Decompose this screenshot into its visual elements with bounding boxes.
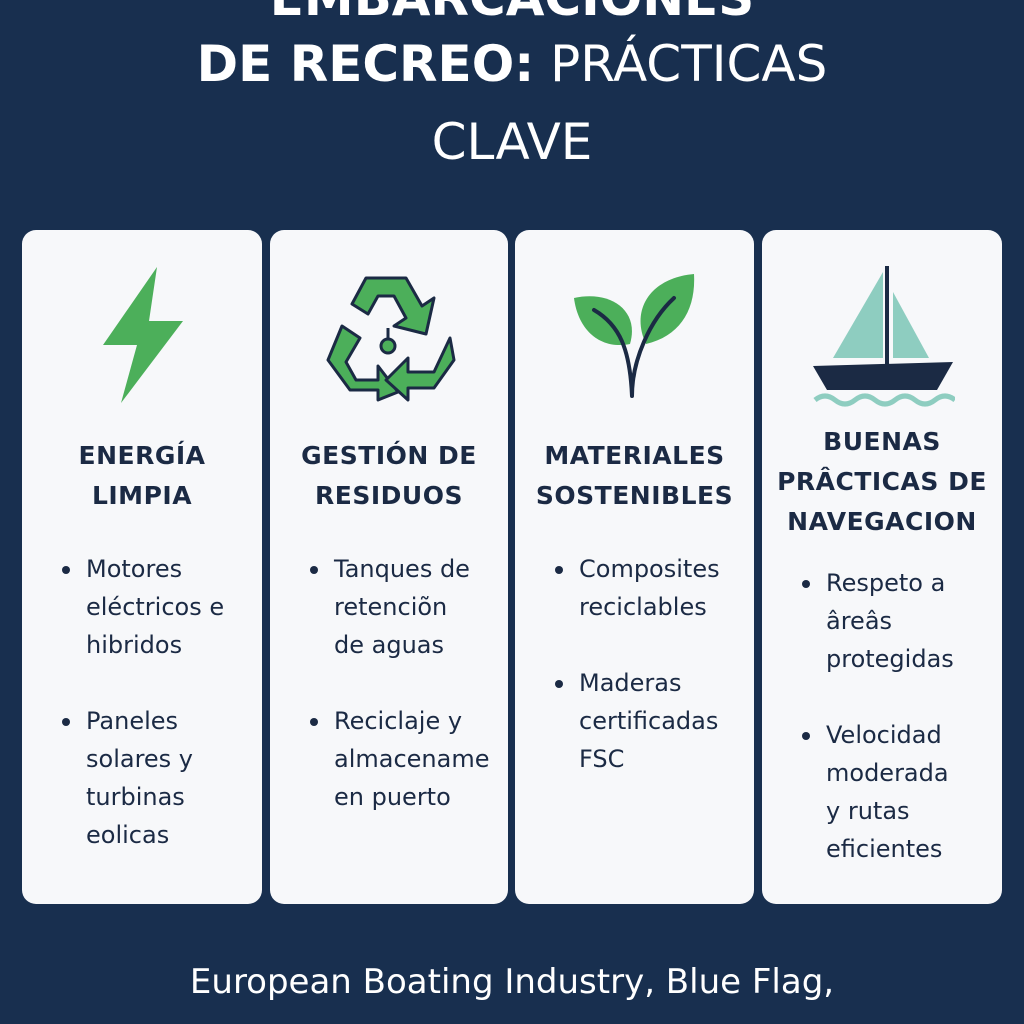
footer-sources: European Boating Industry, Blue Flag,	[189, 962, 835, 1002]
card-heading: BUENAS PRÂCTICAS DE NAVEGACION	[762, 422, 1002, 542]
heading-line: GESTIÓN DE	[301, 441, 477, 470]
heading-line: SOSTENIBLES	[535, 481, 734, 510]
bullet-list: Tanques de retenciõn de aguas Reciclaje …	[270, 550, 508, 854]
list-item: Motores eléctricos e hibridos	[22, 550, 226, 664]
card-energia-limpia: ENERGÍA LIMPIA Motores eléctricos e hibr…	[22, 230, 262, 904]
heading-line: MATERIALES	[544, 441, 725, 470]
title-line-2: CLAVE	[431, 113, 593, 171]
card-materiales-sostenibles: MATERIALES SOSTENIBLES Composites recicl…	[515, 230, 754, 904]
title-bold: DE RECREO:	[196, 35, 535, 93]
list-item: Respeto a âreâs protegidas	[762, 564, 966, 678]
list-item: Velocidad moderada y rutas eficientes	[762, 716, 956, 868]
heading-line: LIMPIA	[91, 481, 193, 510]
list-item: Maderas certificadas FSC	[515, 664, 719, 778]
heading-line: BUENAS	[823, 427, 941, 456]
list-item: Composites reciclables	[515, 550, 720, 626]
heading-line: RESIDUOS	[315, 481, 463, 510]
bullet-list: Composites reciclables Maderas certifica…	[515, 550, 754, 816]
heading-line: PRÂCTICAS DE	[777, 467, 987, 496]
title-regular: PRÁCTICAS	[550, 35, 828, 93]
sailboat-icon	[762, 260, 1002, 410]
card-heading: GESTIÓN DE RESIDUOS	[270, 436, 508, 516]
recycle-icon	[270, 260, 508, 410]
title-line-0: EMBARCACIONES	[0, 0, 1024, 30]
bullet-list: Respeto a âreâs protegidas Velocidad mod…	[762, 564, 1002, 906]
bullet-list: Motores eléctricos e hibridos Paneles so…	[22, 550, 262, 892]
card-gestion-residuos: GESTIÓN DE RESIDUOS Tanques de retenciõn…	[270, 230, 508, 904]
title-line-1: DE RECREO: PRÁCTICAS	[0, 32, 1024, 96]
card-buenas-practicas: BUENAS PRÂCTICAS DE NAVEGACION Respeto a…	[762, 230, 1002, 904]
card-heading: ENERGÍA LIMPIA	[22, 436, 262, 516]
heading-line: NAVEGACION	[787, 507, 977, 536]
list-item: Paneles solares y turbinas eolicas	[22, 702, 226, 854]
card-heading: MATERIALES SOSTENIBLES	[515, 436, 754, 516]
list-item: Reciclaje y almacename en puerto	[270, 702, 494, 816]
list-item: Tanques de retenciõn de aguas	[270, 550, 474, 664]
lightning-icon	[22, 260, 262, 410]
heading-line: ENERGÍA	[78, 441, 206, 470]
sprout-icon	[515, 260, 754, 410]
